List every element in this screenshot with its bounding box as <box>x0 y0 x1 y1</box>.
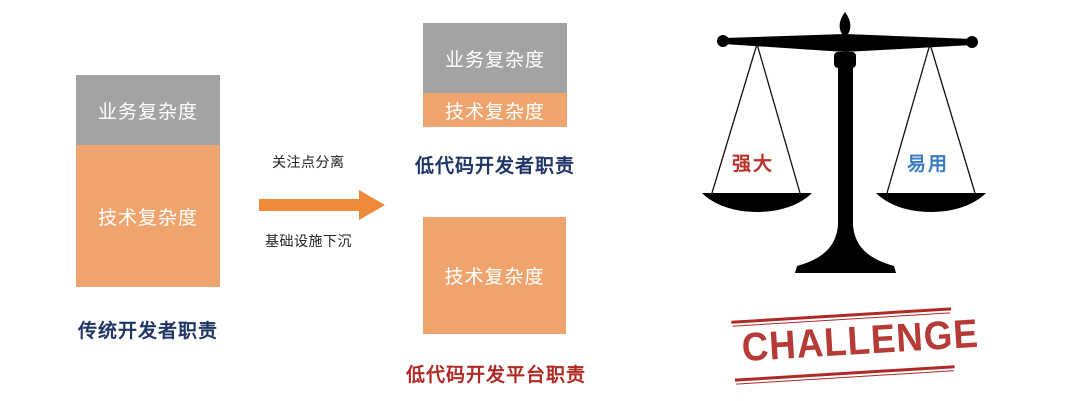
infrastructure-sinking-label: 基础设施下沉 <box>265 234 352 250</box>
business-complexity-label: 业务复杂度 <box>444 48 545 71</box>
separation-of-concerns-label: 关注点分离 <box>272 155 345 171</box>
traditional-developer-caption: 传统开发者职责 <box>77 320 218 342</box>
left-pan-label-powerful: 强大 <box>732 153 775 175</box>
technical-complexity-block: 技术复杂度 <box>423 93 567 127</box>
lowcode-platform-caption: 低代码开发平台职责 <box>405 364 586 386</box>
technical-complexity-block: 技术复杂度 <box>423 217 566 334</box>
technical-complexity-label: 技术复杂度 <box>444 266 545 288</box>
technical-complexity-label: 技术复杂度 <box>97 206 198 229</box>
balance-scale-icon <box>702 12 986 273</box>
challenge-stamp: CHALLENGE <box>731 299 980 390</box>
business-complexity-label: 业务复杂度 <box>97 100 198 123</box>
technical-complexity-block: 技术复杂度 <box>76 145 220 287</box>
lowcode-developer-caption: 低代码开发者职责 <box>414 155 575 177</box>
right-pan-label-easy-to-use: 易用 <box>907 153 950 175</box>
business-complexity-block: 业务复杂度 <box>423 23 567 93</box>
technical-complexity-label: 技术复杂度 <box>444 100 545 123</box>
right-arrow-icon <box>259 190 385 220</box>
business-complexity-block: 业务复杂度 <box>76 75 220 145</box>
challenge-stamp-text: CHALLENGE <box>740 311 980 371</box>
